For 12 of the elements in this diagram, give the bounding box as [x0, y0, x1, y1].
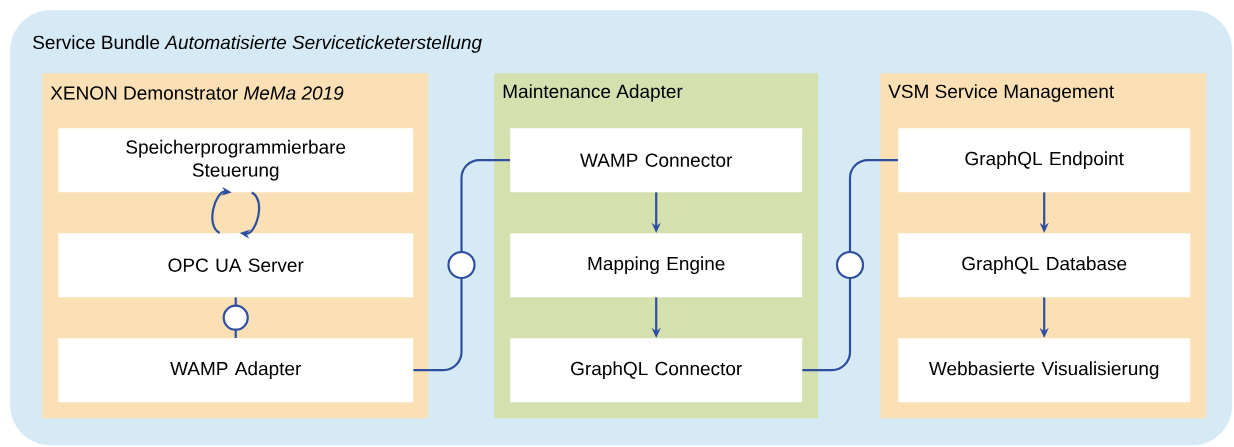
component-box: OPC UA Server: [58, 233, 414, 298]
connector: [413, 158, 510, 372]
component-box: WAMP Connector: [510, 128, 803, 193]
component-box: GraphQL Database: [898, 233, 1191, 298]
connector: [802, 158, 898, 372]
component-box: GraphQL Endpoint: [898, 128, 1191, 193]
component-box: WAMP Adapter: [58, 338, 414, 403]
component-box: Mapping Engine: [510, 233, 803, 298]
component-box: Speicherprogrammierbare Steuerung: [58, 128, 414, 193]
component-box: Webbasierte Visualisierung: [898, 338, 1191, 403]
component-box: GraphQL Connector: [510, 338, 803, 403]
connector: [222, 297, 249, 338]
